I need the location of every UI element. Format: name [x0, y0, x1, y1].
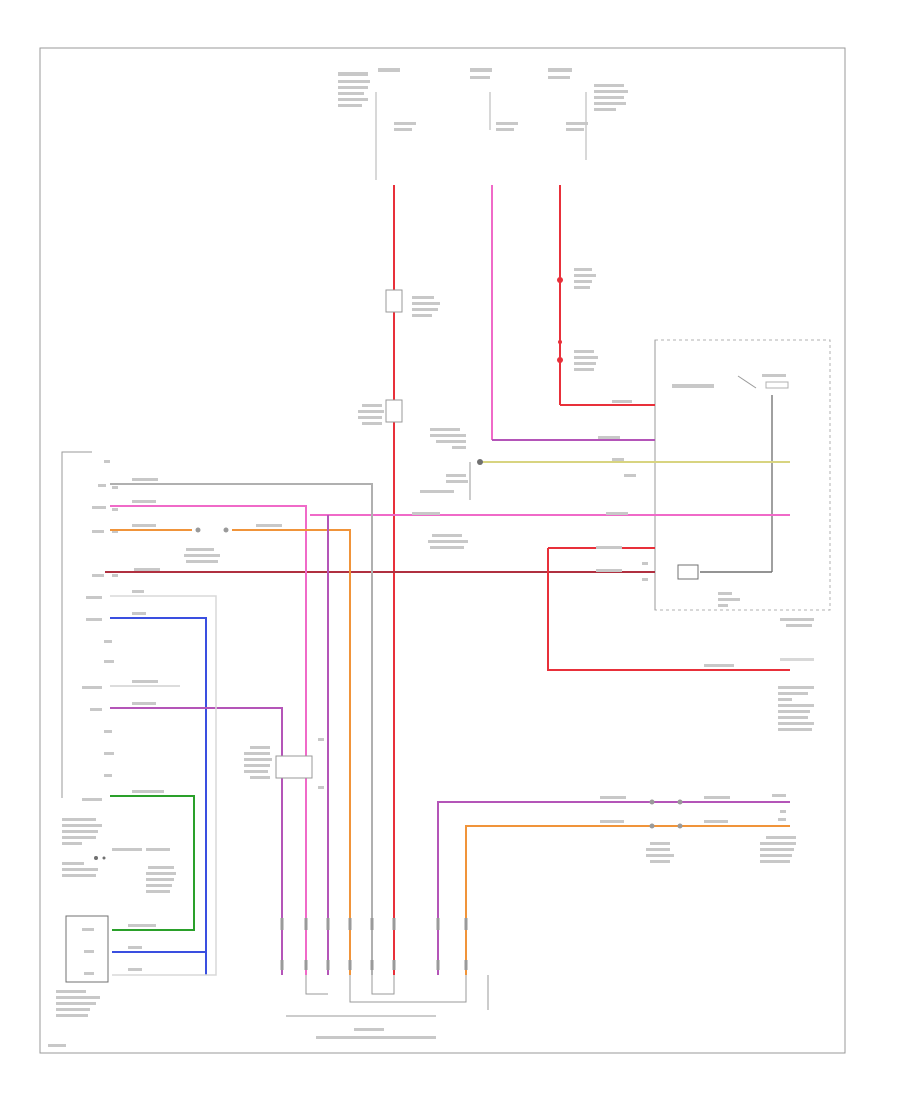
meter-internal: [672, 374, 789, 389]
bottom-connector-ticks: [280, 918, 468, 970]
splice-labels: [244, 738, 324, 789]
ecu-wire-labels: [132, 478, 282, 793]
top-label-blocks: [338, 68, 628, 131]
ecu-left-bracket: [61, 451, 92, 798]
junction-dot: [477, 459, 483, 465]
diagram-frame: [39, 47, 846, 1054]
lower-right-labels: [600, 794, 796, 863]
tire-pressure-sensor-box: [65, 915, 109, 983]
splice-connector: [275, 755, 313, 779]
connector-labels: [358, 268, 598, 425]
meter-pin-labels: [596, 400, 814, 731]
ecu-pin-labels: [82, 460, 118, 801]
mid-junction-labels: [412, 428, 468, 549]
lower-right-wires: [437, 801, 790, 975]
buzzer-symbol: [677, 564, 699, 580]
red-line-fuse-connectors: [557, 277, 563, 363]
vertical-main-wires: [393, 185, 561, 975]
inline-connectors: [385, 289, 403, 423]
bottom-labels: [48, 1028, 436, 1047]
meter-switch: [737, 375, 757, 389]
meter-input-wires: [105, 404, 790, 671]
tire-indicator-symbols: [94, 856, 106, 860]
bottom-bus-lines: [286, 975, 489, 1017]
tire-pressure-labels: [56, 818, 176, 1017]
top-fuse-sources: [375, 92, 587, 180]
orange-line-connector: [195, 527, 229, 533]
ecu-output-wires: [110, 483, 373, 976]
lower-right-connector: [649, 799, 683, 829]
